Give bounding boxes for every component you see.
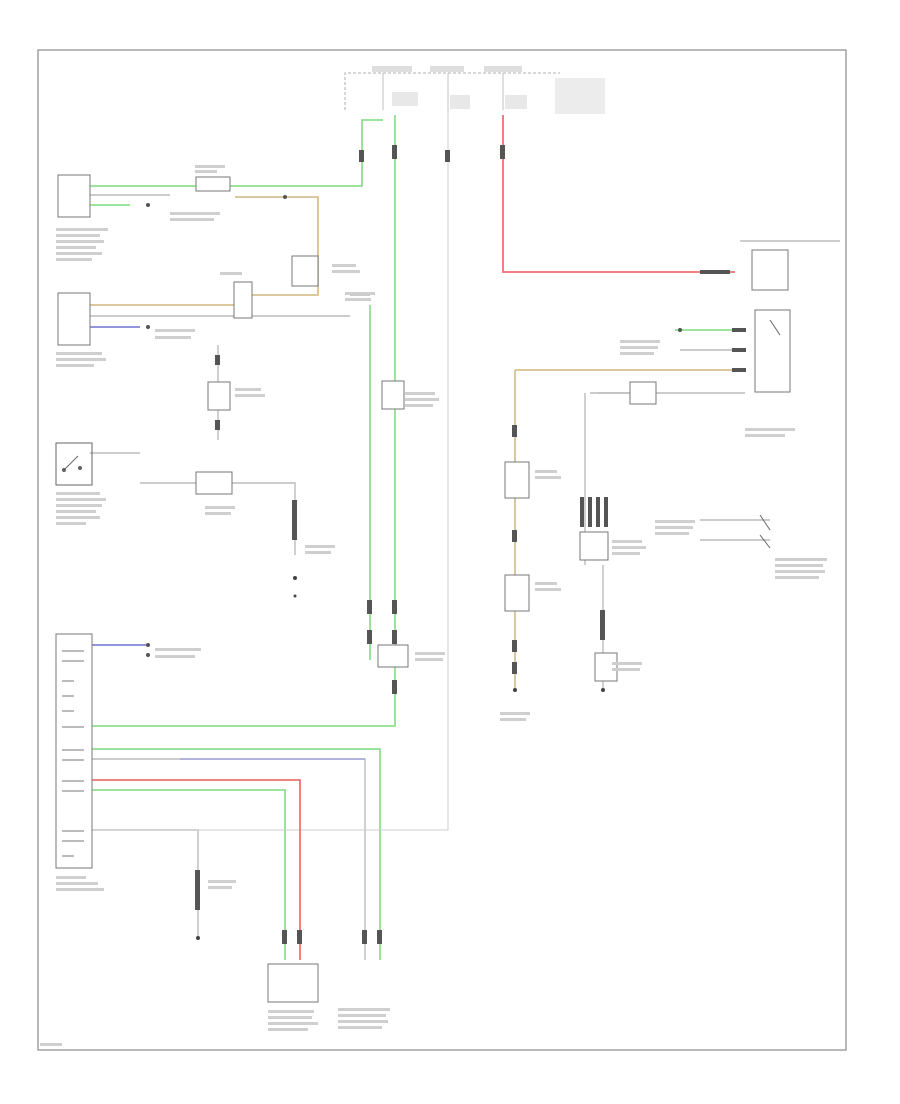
terminal-marks [146, 145, 746, 944]
component-blocks [55, 174, 791, 1003]
diagram-frame [37, 49, 847, 1051]
tan-wires [90, 196, 745, 690]
module-pin-ticks [62, 650, 84, 857]
switch-symbol [55, 319, 781, 549]
blue-wires [90, 326, 365, 760]
ground-symbols [196, 576, 605, 940]
fuse-header [344, 66, 605, 114]
label-placeholders [40, 165, 840, 1046]
green-wires [90, 115, 745, 960]
red-wires [90, 115, 735, 960]
